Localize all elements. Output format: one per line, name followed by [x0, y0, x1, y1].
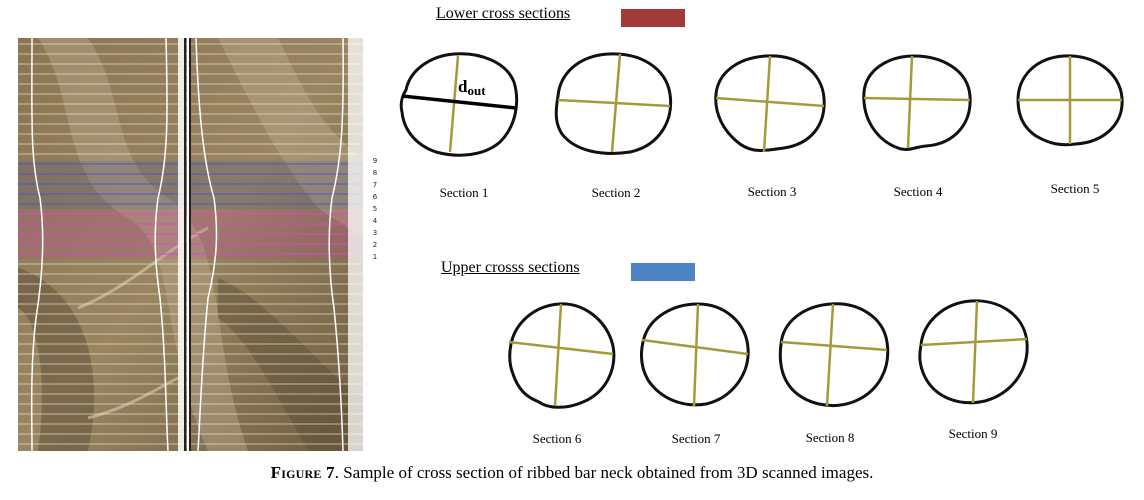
- section-label-2: Section 2: [591, 185, 641, 200]
- cross-section-5: [1016, 54, 1124, 147]
- index-label: 3: [372, 229, 378, 237]
- cross-section-6: [508, 302, 616, 409]
- index-label: 5: [372, 205, 378, 213]
- cross-section-7: [639, 302, 750, 407]
- section-label-9: Section 9: [948, 426, 998, 441]
- figure-caption: Figure 7. Sample of cross section of rib…: [0, 463, 1144, 483]
- cross-section-2: [554, 52, 673, 155]
- cross-section-9: [918, 299, 1029, 405]
- section-index-labels: 9 8 7 6 5 4 3 2 1: [368, 155, 382, 265]
- scanned-bar-image: [18, 38, 363, 451]
- scan-image-panel: [18, 38, 363, 451]
- cross-section-4: [862, 54, 972, 152]
- section-label-8: Section 8: [805, 430, 855, 445]
- cross-section-8: [778, 302, 890, 407]
- caption-lead: Figure 7: [270, 463, 335, 482]
- section-label-1: Section 1: [439, 185, 489, 200]
- section-label-5: Section 5: [1050, 181, 1100, 196]
- index-label: 1: [372, 253, 378, 261]
- section-label-4: Section 4: [893, 184, 943, 199]
- upper-sections-swatch: [631, 263, 695, 281]
- lower-sections-heading: Lower cross sections: [436, 5, 571, 22]
- upper-sections-heading: Upper crosss sections: [441, 259, 580, 276]
- cross-section-1: dout: [399, 52, 519, 157]
- index-label: 4: [372, 217, 378, 225]
- index-label: 7: [372, 181, 378, 189]
- cross-section-3: [714, 54, 826, 153]
- diameter-label: dout: [458, 77, 486, 98]
- section-label-7: Section 7: [671, 431, 721, 446]
- index-label: 8: [372, 169, 378, 177]
- lower-sections-swatch: [621, 9, 685, 27]
- section-label-3: Section 3: [747, 184, 797, 199]
- caption-text: . Sample of cross section of ribbed bar …: [334, 463, 874, 482]
- section-label-6: Section 6: [532, 431, 582, 446]
- index-label: 9: [372, 157, 378, 165]
- index-label: 2: [372, 241, 378, 249]
- index-label: 6: [372, 193, 378, 201]
